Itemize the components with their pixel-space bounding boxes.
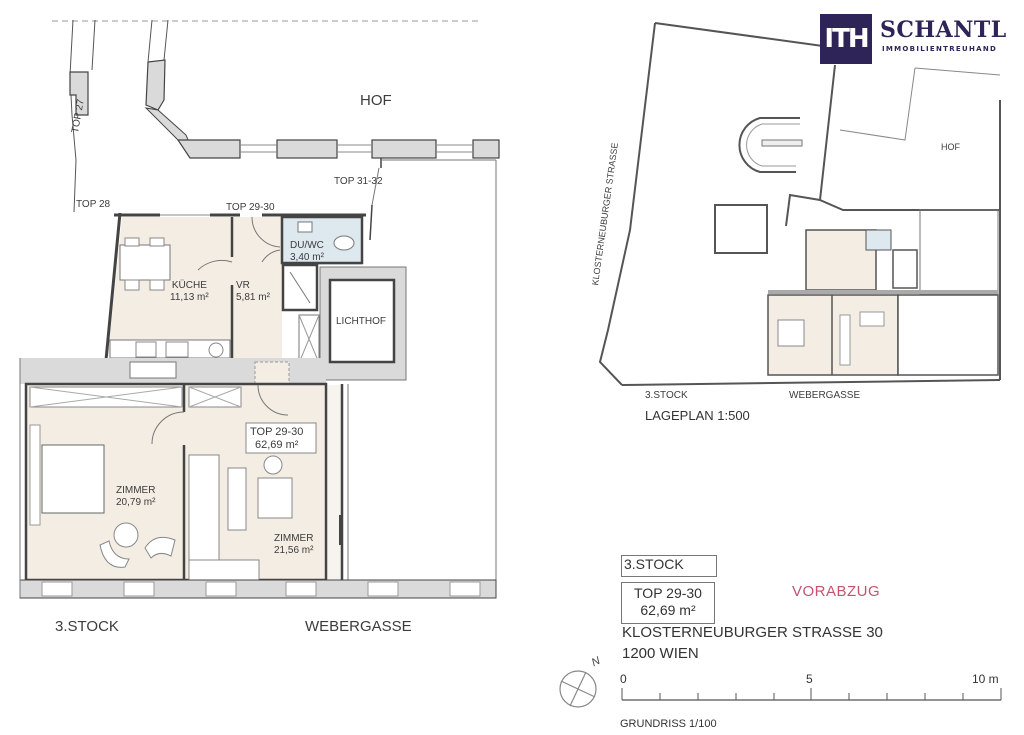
address-line-2: 1200 WIEN	[622, 645, 699, 662]
room-lichthof: LICHTHOF	[336, 316, 386, 327]
site-plan-title: LAGEPLAN 1:500	[645, 408, 750, 423]
room-area: 3,40 m²	[290, 252, 324, 263]
site-courtyard-label: HOF	[941, 142, 960, 152]
room-bedroom: ZIMMER 20,79 m²	[116, 485, 155, 509]
legend-area: 62,69 m²	[640, 602, 696, 618]
room-vr: VR 5,81 m²	[236, 280, 270, 304]
brand-name: SCHANTL	[880, 17, 1007, 43]
room-area: 11,13 m²	[170, 292, 209, 303]
room-name: VR	[236, 280, 250, 291]
room-bath: DU/WC 3,40 m²	[290, 240, 324, 264]
scale-tick-10: 10 m	[972, 672, 999, 686]
legend-unit-box: TOP 29-30 62,69 m²	[621, 582, 715, 624]
room-name: DU/WC	[290, 240, 324, 251]
draft-stamp: VORABZUG	[792, 583, 881, 600]
room-name: ZIMMER	[274, 533, 314, 544]
room-area: 5,81 m²	[236, 292, 270, 303]
address-line-1: KLOSTERNEUBURGER STRASSE 30	[622, 624, 883, 641]
room-area: 20,79 m²	[116, 497, 156, 508]
neighbor-label-top3132: TOP 31-32	[334, 176, 383, 187]
room-name: KÜCHE	[171, 280, 207, 291]
unit-tag: TOP 29-30 62,69 m²	[250, 426, 303, 452]
room-kitchen: KÜCHE 11,13 m²	[170, 280, 209, 304]
room-area: 21,56 m²	[274, 545, 314, 556]
entrance-label: TOP 29-30	[226, 202, 275, 213]
courtyard-label: HOF	[360, 92, 392, 109]
street-label: WEBERGASSE	[305, 618, 412, 635]
site-street-label: WEBERGASSE	[789, 390, 861, 401]
neighbor-label-top28: TOP 28	[76, 199, 111, 210]
floor-label: 3.STOCK	[55, 618, 119, 635]
site-floor-label: 3.STOCK	[645, 390, 688, 401]
unit-tag-title: TOP 29-30	[250, 426, 304, 438]
logo-mark: ITH	[820, 14, 872, 64]
room-name: ZIMMER	[116, 485, 156, 496]
unit-tag-area: 62,69 m²	[254, 439, 299, 451]
scale-caption: GRUNDRISS 1/100	[620, 718, 717, 730]
brand-tagline: IMMOBILIENTREUHAND	[882, 45, 998, 53]
legend-floor: 3.STOCK	[621, 555, 717, 577]
scale-tick-0: 0	[620, 672, 627, 686]
legend-unit: TOP 29-30	[634, 585, 702, 601]
scale-tick-5: 5	[806, 672, 813, 686]
room-living: ZIMMER 21,56 m²	[274, 533, 313, 557]
